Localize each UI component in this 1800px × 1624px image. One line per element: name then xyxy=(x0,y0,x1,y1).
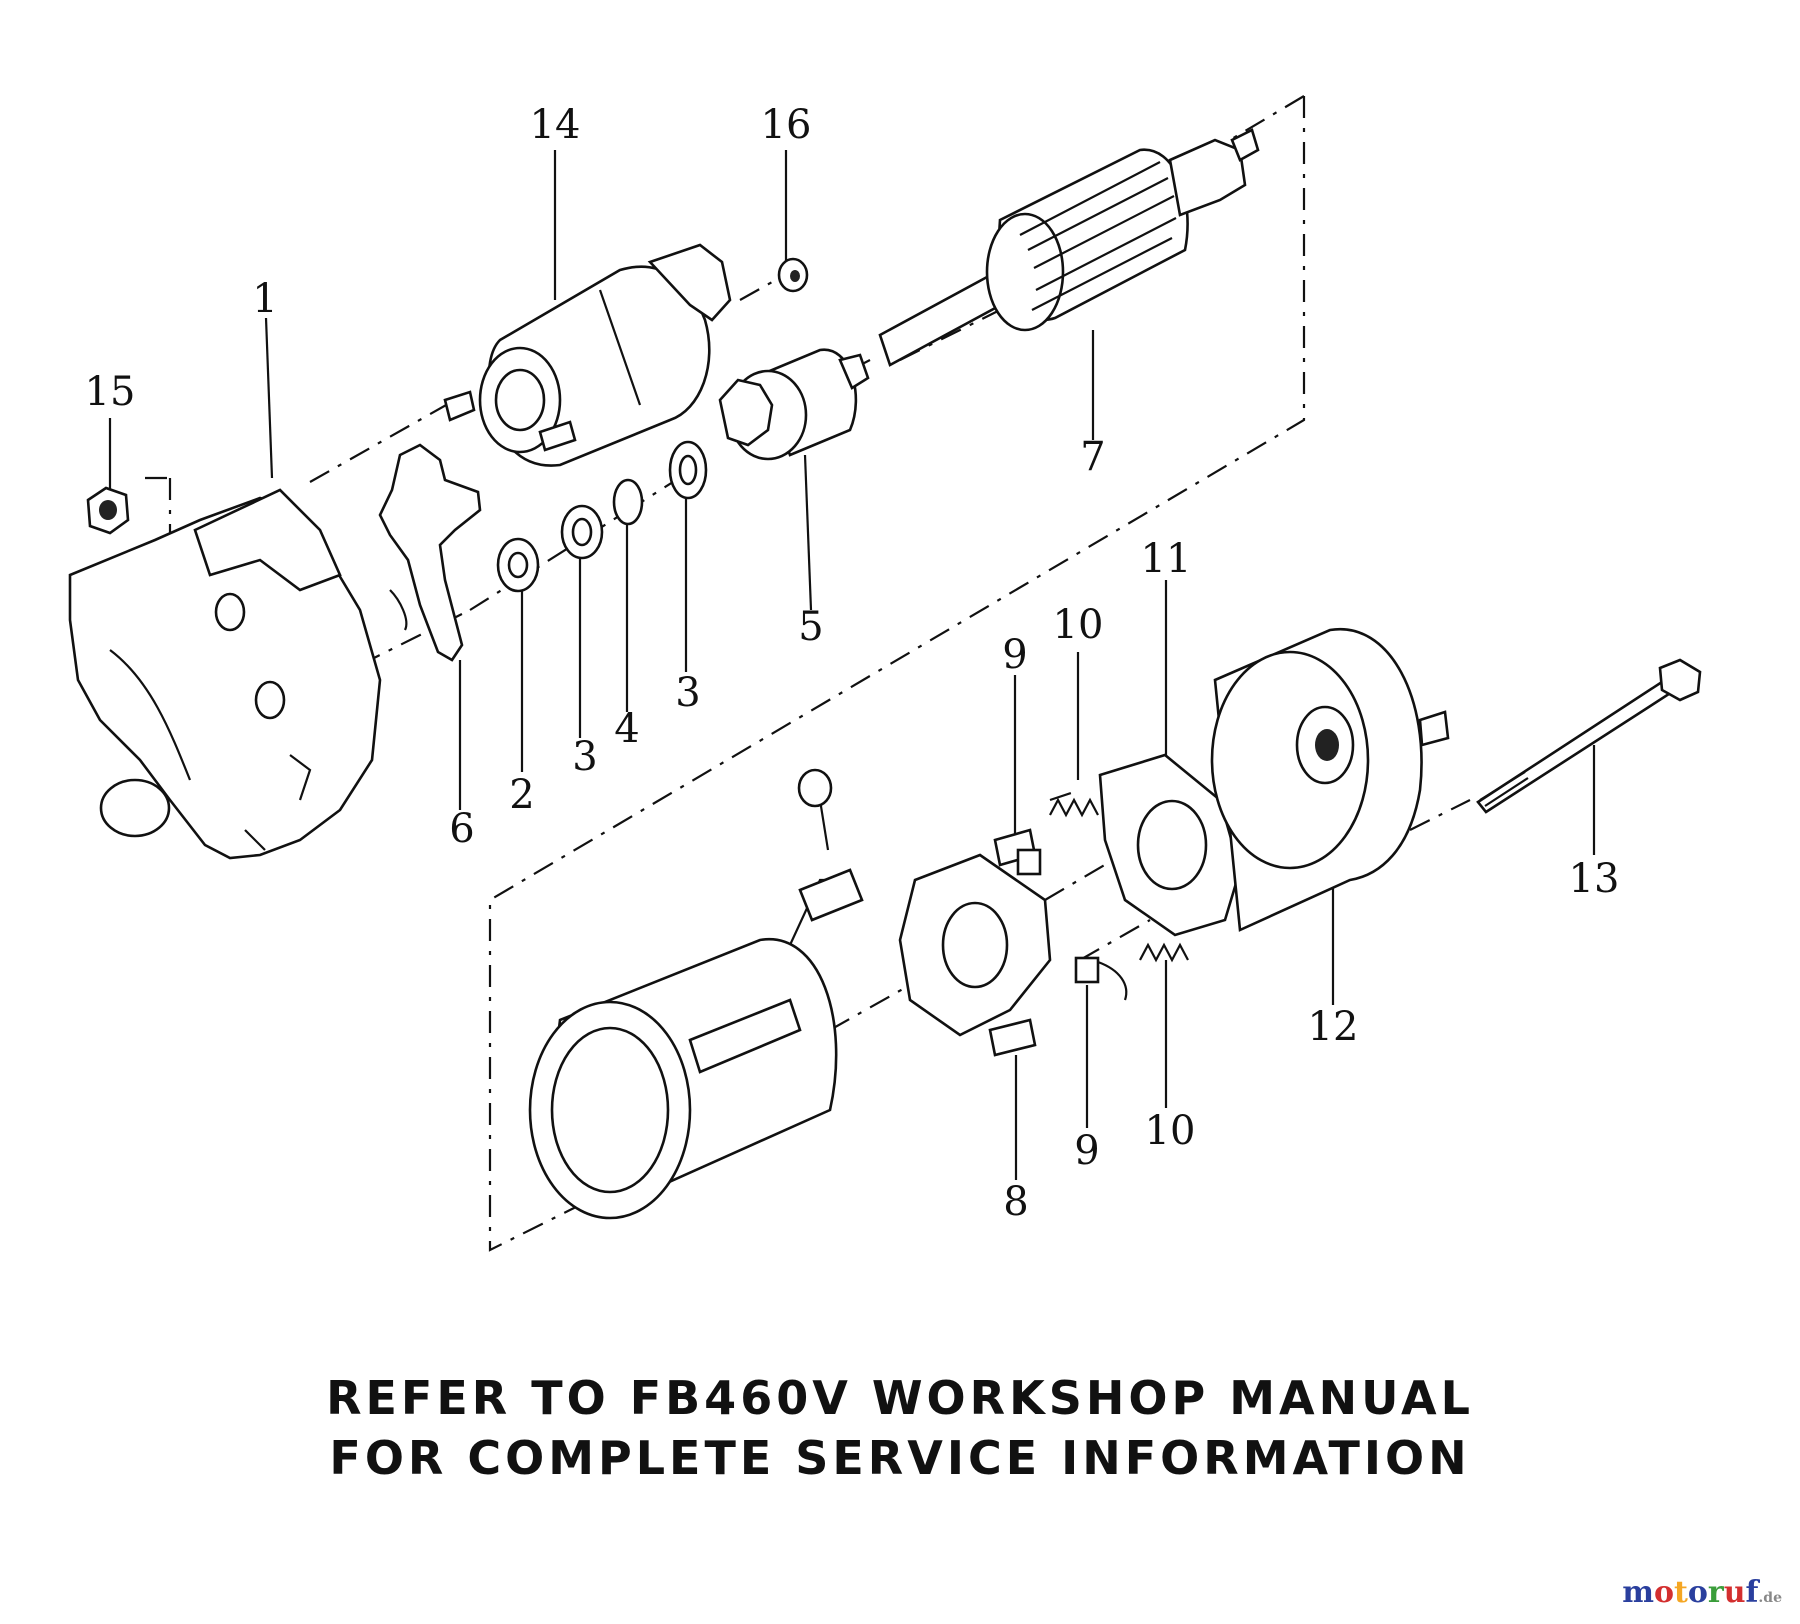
callout-9-b: 9 xyxy=(1074,1128,1099,1174)
part-7-armature xyxy=(878,128,1260,367)
callout-2: 2 xyxy=(509,772,534,818)
part-16-nut xyxy=(777,257,809,293)
callout-6: 6 xyxy=(449,806,474,852)
callout-3-b: 3 xyxy=(675,670,700,716)
part-9-brush-a xyxy=(1016,848,1042,876)
watermark-letter: r xyxy=(1707,1575,1724,1610)
part-5-pinion-clutch xyxy=(718,348,870,461)
watermark-letter: m xyxy=(1622,1575,1654,1610)
callout-12: 12 xyxy=(1308,1004,1359,1050)
part-11-brush-plate xyxy=(1098,753,1242,937)
service-note: REFER TO FB460V WORKSHOP MANUAL FOR COMP… xyxy=(0,1368,1800,1488)
service-note-line-2: FOR COMPLETE SERVICE INFORMATION xyxy=(329,1431,1471,1485)
callout-1: 1 xyxy=(252,276,277,322)
part-14-solenoid xyxy=(443,243,732,467)
part-6-shift-lever xyxy=(378,443,482,662)
part-3-collar-b xyxy=(560,504,604,560)
callout-10-a: 10 xyxy=(1053,602,1104,648)
yoke-assembly xyxy=(528,768,864,1220)
watermark-letter: t xyxy=(1674,1575,1688,1610)
callout-13: 13 xyxy=(1569,856,1620,902)
watermark-letter: f xyxy=(1745,1575,1759,1610)
part-15-nut xyxy=(86,486,130,535)
callout-10-b: 10 xyxy=(1145,1108,1196,1154)
part-1-front-housing xyxy=(68,488,382,860)
part-12-rear-cover xyxy=(1210,627,1450,932)
watermark-letter: o xyxy=(1687,1575,1708,1610)
part-13-through-bolt xyxy=(1476,658,1702,814)
watermark-suffix: .de xyxy=(1758,1590,1782,1606)
watermark-letter: u xyxy=(1723,1575,1746,1610)
callout-15: 15 xyxy=(85,369,136,415)
part-8-brush-holder xyxy=(898,828,1052,1057)
part-2-washer xyxy=(496,537,540,593)
callout-7: 7 xyxy=(1080,434,1105,480)
part-9-brush-b xyxy=(1074,956,1128,1001)
leader-lines xyxy=(108,150,1596,1180)
watermark-brand: motoruf xyxy=(1622,1575,1758,1610)
part-10-spring-b xyxy=(1139,942,1189,963)
callout-5: 5 xyxy=(798,604,823,650)
service-note-line-1: REFER TO FB460V WORKSHOP MANUAL xyxy=(326,1371,1474,1425)
callout-9-a: 9 xyxy=(1002,632,1027,678)
callout-3-a: 3 xyxy=(572,734,597,780)
part-4-circlip xyxy=(612,478,644,526)
callout-11: 11 xyxy=(1141,536,1192,582)
callout-16: 16 xyxy=(761,102,812,148)
callout-14: 14 xyxy=(530,102,581,148)
callout-labels: 1 2 3 3 4 5 6 7 8 9 9 10 10 11 12 13 14 … xyxy=(85,102,1620,1225)
watermark-logo: motoruf.de xyxy=(1622,1575,1782,1610)
callout-4: 4 xyxy=(614,706,639,752)
part-3-collar-a xyxy=(668,440,708,500)
callout-8: 8 xyxy=(1003,1179,1028,1225)
part-10-spring-a xyxy=(1049,797,1099,818)
watermark-letter: o xyxy=(1654,1575,1675,1610)
